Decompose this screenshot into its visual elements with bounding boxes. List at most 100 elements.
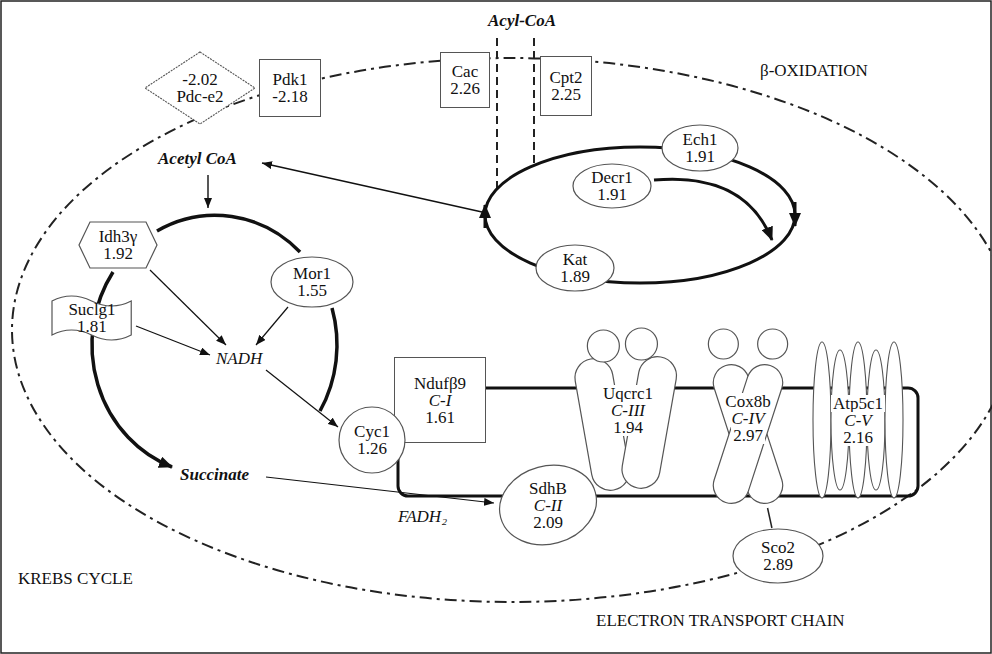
circle-outline bbox=[339, 407, 405, 473]
label-slot: Succinate bbox=[180, 466, 249, 485]
label-slot: Acetyl CoA bbox=[158, 150, 237, 169]
node-name: Atp5c1 bbox=[831, 395, 885, 412]
node-value: 2.09 bbox=[531, 514, 565, 531]
ellipse-outline bbox=[733, 529, 823, 583]
enzyme-hexagon: Idh3γ1.92 bbox=[78, 221, 158, 269]
subunit-head bbox=[625, 328, 657, 360]
node-name: SdhB bbox=[527, 480, 569, 497]
node-name: Sco2 bbox=[759, 539, 797, 556]
node-name: Idh3γ bbox=[97, 228, 140, 245]
cofactor-label: FADH₂ bbox=[398, 508, 447, 527]
cycle-inner-arrow bbox=[654, 179, 772, 240]
node-value: C-III bbox=[609, 402, 647, 419]
flow-arrow bbox=[262, 163, 482, 212]
diamond-outline bbox=[145, 52, 255, 124]
complex-box: Ndufβ9C-I1.61 bbox=[394, 357, 486, 443]
subunit-head bbox=[758, 329, 788, 359]
krebs-cycle-arc bbox=[320, 308, 337, 411]
node-name: Pdk1 bbox=[271, 71, 310, 88]
cycle-arrow bbox=[484, 205, 487, 228]
ellipse-outline bbox=[536, 245, 614, 291]
node-name: Uqcrc1 bbox=[601, 385, 655, 402]
node-value: 1.91 bbox=[683, 148, 717, 165]
region-label: KREBS CYCLE bbox=[18, 570, 133, 589]
subunit-ellipse bbox=[813, 342, 831, 498]
complex-ellipse: SdhBC-II2.09 bbox=[498, 465, 598, 545]
node-value: Pdc-e2 bbox=[174, 88, 225, 105]
import-dashed-line bbox=[533, 38, 535, 165]
node-name: Ndufβ9 bbox=[412, 375, 468, 392]
node-name: Suclg1 bbox=[66, 301, 117, 318]
label-slot: β-OXIDATION bbox=[760, 62, 868, 81]
node-value: C-IV bbox=[729, 410, 766, 427]
flow-arrow bbox=[266, 370, 338, 427]
node-name: Mor1 bbox=[291, 265, 333, 282]
node-value: 1.81 bbox=[75, 318, 109, 335]
node-value: 1.91 bbox=[595, 186, 629, 203]
node-value: 1.92 bbox=[101, 245, 135, 262]
enzyme-ellipse: Mor11.55 bbox=[270, 256, 354, 308]
node-value: 1.61 bbox=[423, 409, 457, 426]
subunit-capsule bbox=[709, 360, 788, 508]
cycle-arrow bbox=[794, 202, 797, 226]
enzyme-ellipse: Decr11.91 bbox=[572, 163, 652, 209]
substrate-label: Succinate bbox=[180, 466, 249, 485]
ellipse-outline bbox=[662, 125, 738, 171]
node-value: 1.89 bbox=[558, 268, 592, 285]
region-label: β-OXIDATION bbox=[760, 62, 868, 81]
cofactor-label: NADH bbox=[216, 350, 262, 369]
node-value: 1.55 bbox=[295, 282, 329, 299]
enzyme-box: Pdk1-2.18 bbox=[259, 59, 321, 117]
cytochrome-circle: Cyc11.26 bbox=[338, 406, 406, 474]
substrate-label: Acetyl CoA bbox=[158, 150, 237, 169]
flow-arrow bbox=[136, 326, 210, 355]
subunit-head bbox=[708, 329, 738, 359]
node-name: Ech1 bbox=[681, 131, 720, 148]
banner-outline bbox=[52, 296, 131, 340]
node-value: -2.18 bbox=[270, 88, 309, 105]
node-value: 2.25 bbox=[549, 86, 583, 103]
complex-shape: Uqcrc1C-III1.94 bbox=[572, 328, 684, 493]
label-slot: KREBS CYCLE bbox=[18, 570, 133, 589]
flow-arrow bbox=[256, 307, 288, 345]
connector bbox=[768, 508, 772, 528]
chaperone-ellipse: Sco22.89 bbox=[732, 528, 824, 584]
ellipse-outline bbox=[271, 257, 353, 307]
enzyme-banner: Suclg11.81 bbox=[51, 293, 132, 343]
node-value: C-V bbox=[842, 412, 873, 429]
subunit-head bbox=[587, 330, 619, 362]
label-slot: ELECTRON TRANSPORT CHAIN bbox=[596, 612, 845, 631]
ellipse-outline bbox=[491, 455, 606, 556]
node-value: 1.26 bbox=[355, 440, 389, 457]
krebs-cycle-arc bbox=[157, 215, 300, 252]
label-slot: NADH bbox=[216, 350, 262, 369]
flow-arrow bbox=[207, 175, 208, 208]
flow-arrow bbox=[266, 477, 494, 503]
label-slot: FADH₂ bbox=[398, 508, 447, 527]
complex-shape: Atp5c1C-V2.16 bbox=[808, 340, 908, 500]
node-value: 2.97 bbox=[731, 427, 765, 444]
complex-shape: Cox8bC-IV2.97 bbox=[692, 328, 804, 508]
enzyme-ellipse: Kat1.89 bbox=[535, 244, 615, 292]
label-slot: Acyl-CoA bbox=[488, 12, 556, 31]
enzyme-ellipse: Ech11.91 bbox=[661, 124, 739, 172]
ellipse-outline bbox=[573, 164, 651, 208]
node-value: 2.89 bbox=[761, 556, 795, 573]
hexagon-outline bbox=[79, 222, 157, 268]
region-label: ELECTRON TRANSPORT CHAIN bbox=[596, 612, 845, 631]
import-dashed-line bbox=[496, 38, 498, 189]
subunit-ellipse bbox=[885, 342, 903, 498]
beta-oxidation-cycle bbox=[485, 147, 795, 283]
transporter-box: Cac2.26 bbox=[440, 52, 490, 108]
regulator-diamond: -2.02Pdc-e2 bbox=[144, 51, 256, 125]
node-name: -2.02 bbox=[180, 71, 219, 88]
node-value: C-I bbox=[427, 392, 454, 409]
node-value: 2.16 bbox=[841, 429, 875, 446]
flow-arrow bbox=[150, 270, 226, 345]
mitochondrion-outline bbox=[12, 58, 992, 602]
node-name: Cox8b bbox=[723, 393, 772, 410]
transporter-box: Cpt22.25 bbox=[540, 56, 591, 116]
